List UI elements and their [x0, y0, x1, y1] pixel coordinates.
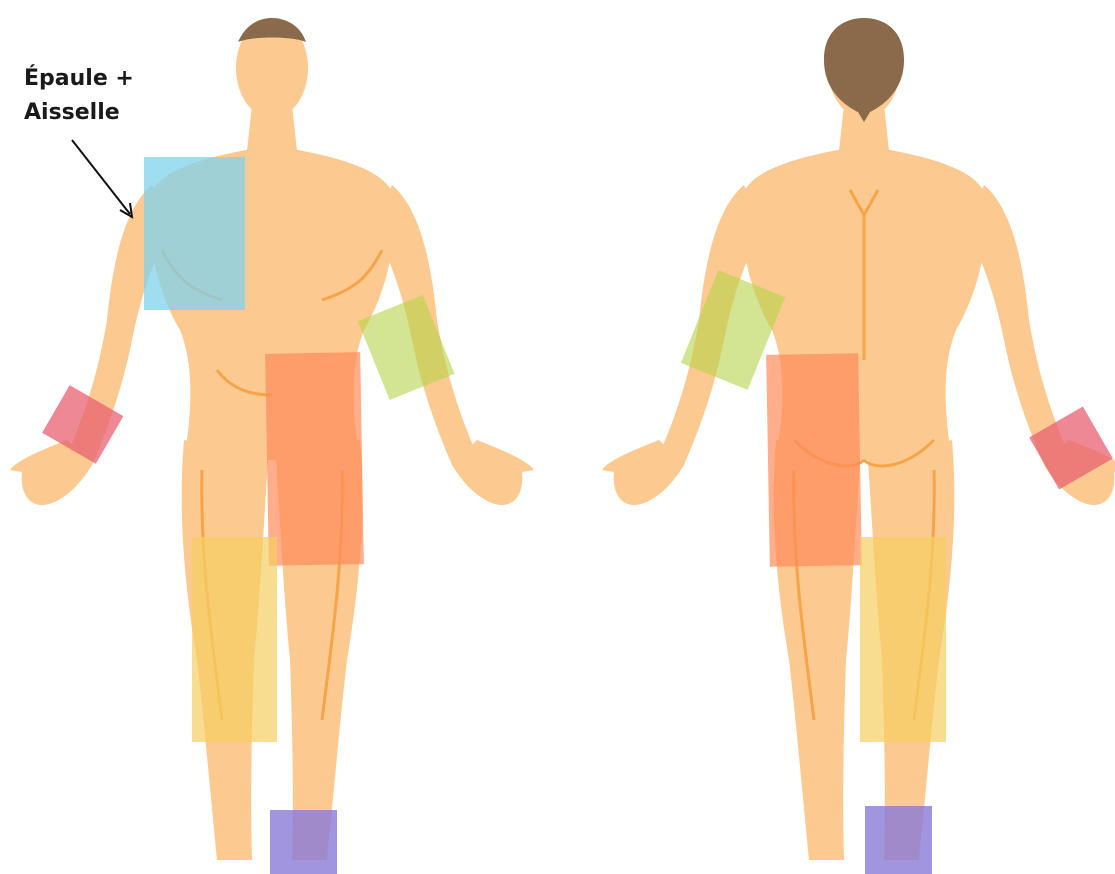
- zone-front-knee[interactable]: [192, 537, 277, 742]
- annotation-label: Épaule + Aisselle: [24, 62, 134, 130]
- zone-front-thigh[interactable]: [265, 352, 364, 566]
- annotation-line-2: Aisselle: [24, 96, 134, 130]
- zone-front-shoulder-armpit[interactable]: [144, 157, 245, 310]
- zone-front-ankle[interactable]: [270, 810, 337, 874]
- zone-back-knee[interactable]: [860, 537, 946, 742]
- annotation-line-1: Épaule +: [24, 62, 134, 96]
- zone-back-ankle[interactable]: [865, 806, 932, 874]
- back-hair: [824, 18, 904, 122]
- zone-back-thigh[interactable]: [766, 353, 862, 567]
- annotation-arrow: [72, 140, 132, 217]
